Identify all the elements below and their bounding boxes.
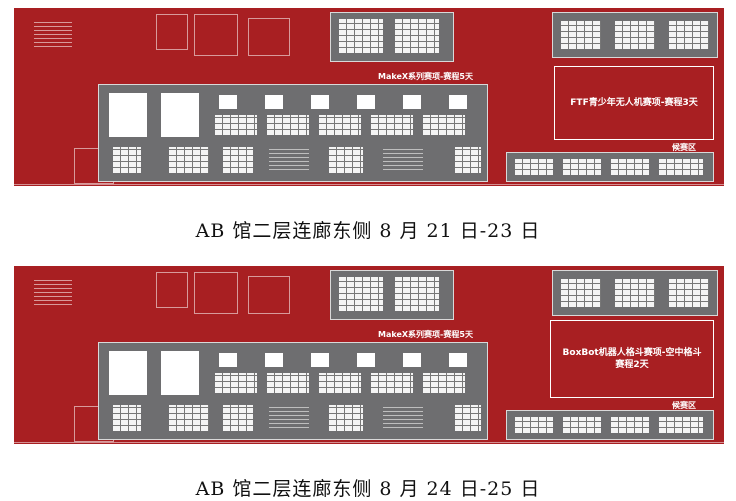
game-table — [449, 353, 467, 367]
plan-caption: AB 馆二层连廊东侧 8 月 24 日-25 日 — [195, 478, 541, 500]
game-table — [311, 353, 329, 367]
seating-block — [113, 147, 141, 173]
seating-block — [611, 417, 649, 433]
game-table — [403, 95, 421, 109]
makex-competition-area — [98, 84, 488, 182]
room-outline — [156, 272, 188, 308]
arena-field — [109, 351, 147, 395]
room-outline — [194, 272, 238, 314]
arena-field — [161, 93, 199, 137]
wall-line — [14, 184, 724, 185]
seating-block — [371, 373, 413, 393]
seating-block — [615, 279, 655, 307]
seating-block — [329, 405, 363, 431]
seating-block — [223, 405, 253, 431]
seating-block — [659, 159, 703, 175]
game-table — [403, 353, 421, 367]
exhibit-hall-top-right — [552, 270, 718, 316]
staircase — [383, 147, 423, 173]
seating-block — [329, 147, 363, 173]
room-outline — [156, 14, 188, 50]
game-table — [219, 353, 237, 367]
staircase — [269, 405, 309, 431]
room-outline — [248, 18, 290, 56]
seating-block — [423, 115, 465, 135]
room-outline — [248, 276, 290, 314]
arena-field — [109, 93, 147, 137]
makex-zone-label: MakeX系列赛项-赛程5天 — [378, 330, 473, 339]
seating-block — [215, 373, 257, 393]
seating-block — [371, 115, 413, 135]
game-table — [265, 353, 283, 367]
seating-block — [113, 405, 141, 431]
seating-block — [169, 405, 209, 431]
makex-zone-label: MakeX系列赛项-赛程5天 — [378, 72, 473, 81]
seating-block — [615, 21, 655, 49]
staircase — [383, 405, 423, 431]
wall-line — [14, 442, 724, 443]
floor-plan-1: FTF青少年无人机赛项-赛程3天 MakeX系列赛项-赛程5天 候赛区 — [14, 8, 724, 186]
seating-block — [395, 277, 439, 311]
drone-competition-zone: FTF青少年无人机赛项-赛程3天 — [554, 66, 714, 140]
seating-block — [215, 115, 257, 135]
game-table — [219, 95, 237, 109]
seating-block — [455, 405, 481, 431]
exhibit-hall-top — [330, 12, 454, 62]
seating-block — [395, 19, 439, 53]
seating-block — [423, 373, 465, 393]
seating-block — [563, 417, 601, 433]
game-table — [265, 95, 283, 109]
seating-block — [563, 159, 601, 175]
room-outline — [194, 14, 238, 56]
seating-block — [669, 21, 709, 49]
seating-block — [339, 277, 383, 311]
waiting-area — [506, 410, 714, 440]
seating-block — [669, 279, 709, 307]
seating-block — [515, 417, 553, 433]
seating-block — [561, 279, 601, 307]
staircase — [269, 147, 309, 173]
boxbot-competition-zone: BoxBot机器人格斗赛项-空中格斗赛程2天 — [550, 320, 714, 398]
seating-block — [611, 159, 649, 175]
staircase — [34, 20, 72, 50]
game-table — [449, 95, 467, 109]
exhibit-hall-top — [330, 270, 454, 320]
plan-caption: AB 馆二层连廊东侧 8 月 21 日-23 日 — [195, 220, 541, 242]
floor-plan-2: BoxBot机器人格斗赛项-空中格斗赛程2天 MakeX系列赛项-赛程5天 候赛… — [14, 266, 724, 444]
seating-block — [515, 159, 553, 175]
seating-block — [267, 373, 309, 393]
seating-block — [339, 19, 383, 53]
seating-block — [169, 147, 209, 173]
seating-block — [223, 147, 253, 173]
game-table — [311, 95, 329, 109]
game-table — [357, 95, 375, 109]
arena-field — [161, 351, 199, 395]
seating-block — [319, 115, 361, 135]
exhibit-hall-top-right — [552, 12, 718, 58]
waiting-area — [506, 152, 714, 182]
seating-block — [319, 373, 361, 393]
seating-block — [267, 115, 309, 135]
seating-block — [659, 417, 703, 433]
waiting-area-label: 候赛区 — [672, 401, 696, 410]
seating-block — [561, 21, 601, 49]
staircase — [34, 278, 72, 308]
game-table — [357, 353, 375, 367]
seating-block — [455, 147, 481, 173]
waiting-area-label: 候赛区 — [672, 143, 696, 152]
makex-competition-area — [98, 342, 488, 440]
